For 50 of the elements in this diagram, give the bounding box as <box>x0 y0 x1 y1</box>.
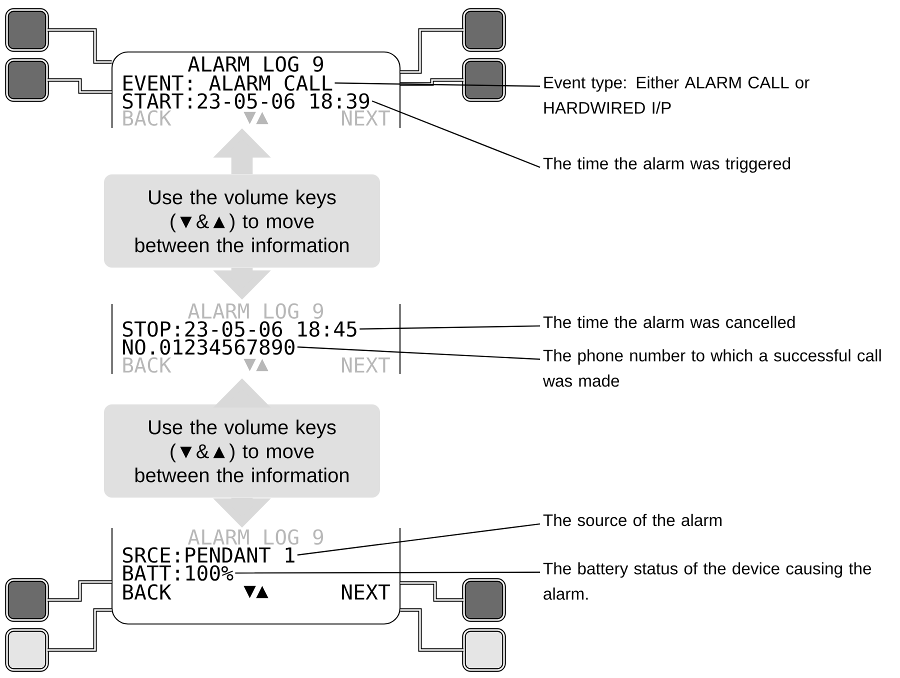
screen-text: STOP:23-05-06 18:45 <box>123 321 356 337</box>
key-button <box>462 628 506 672</box>
screen-text: BACK <box>123 110 172 126</box>
annotation-text: The time the alarm was cancelled <box>543 316 795 328</box>
screen-text: SRCE:PENDANT 1 <box>123 547 294 563</box>
screen-text: NEXT <box>342 584 390 600</box>
screen-text: ▼▲ <box>244 586 268 598</box>
leader-line <box>235 572 540 574</box>
screen-text: ALARM LOG 9 <box>188 303 324 319</box>
connector-line <box>48 78 112 94</box>
screen-text: NO.01234567890 <box>123 339 294 355</box>
annotation-text: The time the alarm was triggered <box>543 157 790 173</box>
connector-line <box>400 78 464 86</box>
key-button <box>5 578 49 622</box>
connector-line <box>400 28 464 74</box>
connector-line <box>48 608 112 652</box>
screen-text: EVENT: ALARM CALL <box>124 75 332 91</box>
leader-line <box>360 325 540 330</box>
annotation-text: The source of the alarm <box>543 514 722 526</box>
instruction-box: Use the volume keys (▼&▲) to move between the information <box>104 404 380 498</box>
connector-line <box>400 608 464 652</box>
annotation-text: The battery status of the device causing the alarm. <box>543 562 872 600</box>
connector-line <box>48 580 112 602</box>
screen-text: NEXT <box>342 357 390 373</box>
instruction-box: Use the volume keys (▼&▲) to move between the information <box>104 174 380 268</box>
screen-text: BACK <box>123 584 172 600</box>
key-button <box>462 578 506 622</box>
leader-line <box>334 82 540 87</box>
screen-text: START:23-05-06 18:39 <box>123 93 370 109</box>
screen-text: ▼▲ <box>244 112 268 124</box>
connector-line <box>48 28 112 64</box>
annotation-text: Event type: Either ALARM CALL or HARDWIRED I/P <box>544 76 810 114</box>
screen-text: BACK <box>123 357 172 373</box>
screen-text: BATT:100% <box>123 565 234 581</box>
screen-text: NEXT <box>342 110 390 126</box>
leader-line <box>372 100 540 168</box>
key-button <box>462 8 506 52</box>
annotation-text: The phone number to which a successful call was made <box>542 349 881 387</box>
screen-text: ▼▲ <box>244 358 268 372</box>
lcd-screen <box>111 303 401 375</box>
screen-text: ALARM LOG 9 <box>188 56 324 72</box>
lcd-screen <box>111 528 401 625</box>
key-button <box>5 628 49 672</box>
connector-line <box>400 581 464 602</box>
key-button <box>5 58 49 102</box>
key-button <box>462 58 506 102</box>
key-button <box>5 8 49 52</box>
screen-text: ALARM LOG 9 <box>188 529 324 545</box>
leader-line <box>297 523 540 556</box>
leader-line <box>297 346 540 360</box>
